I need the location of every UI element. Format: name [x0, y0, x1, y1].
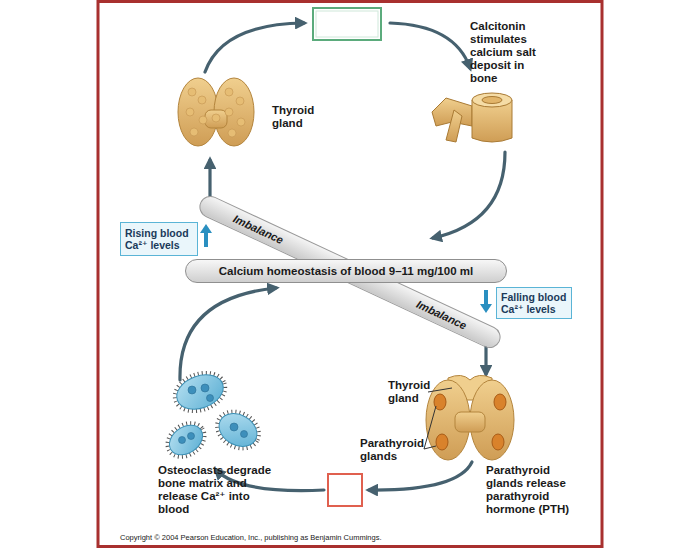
gland-label: Thyroid gland [272, 104, 332, 130]
bone-top [472, 93, 512, 107]
cycle-arrow [369, 462, 472, 490]
bone-top [482, 97, 502, 104]
thyroid-isthmus [205, 110, 227, 128]
node-text: Imbalance [231, 212, 285, 246]
rise-arrow [200, 224, 212, 233]
leader-lines [424, 388, 452, 449]
fall-arrow [480, 304, 492, 313]
cycle-arrows [180, 23, 505, 491]
copyright-note: Copyright © 2004 Pearson Education, Inc.… [120, 531, 540, 544]
thyroid-isthmus [455, 412, 485, 432]
homeostasis-band: Calcium homeostasis of blood 9–11 mg/100… [185, 259, 507, 283]
rising-level-box: Rising blood Ca²⁺ levels [120, 222, 198, 256]
gland-label: Thyroid gland [388, 379, 432, 405]
node-text: Calcium homeostasis of blood 9–11 mg/100… [219, 265, 473, 277]
cycle-arrow [180, 288, 276, 380]
node-text: Rising blood Ca²⁺ levels [125, 227, 193, 251]
falling-level-box: Falling blood Ca²⁺ levels [496, 287, 572, 319]
osteoclast-illustration [161, 366, 266, 464]
node-text: Falling blood Ca²⁺ levels [501, 291, 567, 315]
cycle-arrow [433, 152, 505, 238]
leader-line [428, 388, 452, 392]
function-note: Parathyroid glands release parathyroid h… [486, 464, 586, 516]
parathyroid-illustration [426, 375, 514, 460]
cycle-arrow [390, 23, 470, 68]
cycle-arrow [484, 346, 487, 374]
node-text: Imbalance [415, 298, 469, 332]
function-note: Osteoclasts degrade bone matrix and rele… [158, 464, 280, 516]
blank-box [316, 11, 378, 37]
frame-border [98, 2, 602, 547]
bone-illustration [432, 93, 512, 142]
cycle-arrow [208, 160, 211, 200]
thyroid-illustration [178, 78, 254, 146]
fall-arrow [484, 290, 488, 306]
gland-label: Parathyroid glands [360, 437, 426, 463]
leader-line [424, 406, 436, 449]
blank-box [328, 474, 362, 506]
rise-arrow [204, 231, 208, 247]
blank-box [313, 8, 381, 40]
cycle-arrow [205, 23, 304, 72]
leader-line [424, 446, 436, 449]
parathyroid-glands [434, 394, 506, 450]
level-arrows [200, 224, 492, 313]
thyroid-texture [186, 88, 245, 137]
cell-nuclei [179, 384, 248, 444]
bone-process [446, 110, 462, 142]
function-note: Calcitonin stimulates calcium salt depos… [470, 20, 552, 85]
